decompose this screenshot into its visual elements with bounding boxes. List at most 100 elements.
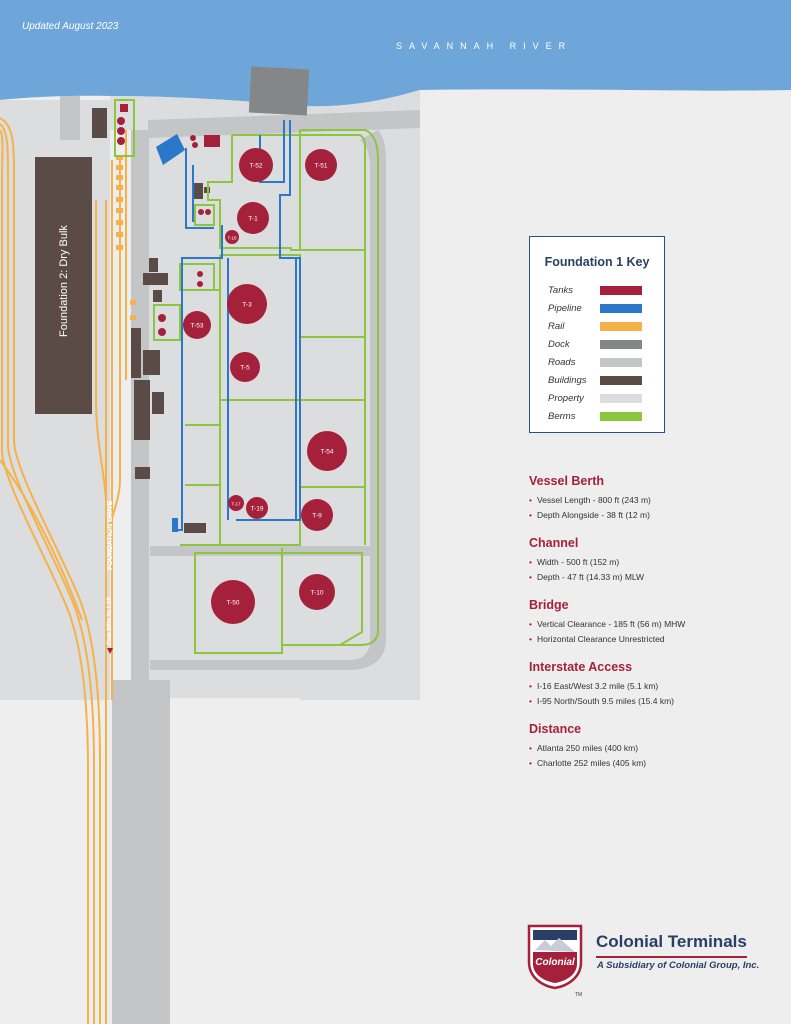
rail-cars <box>116 155 136 320</box>
key-label: Rail <box>548 321 565 332</box>
bullet-icon: • <box>529 681 532 691</box>
pipelines <box>176 120 301 531</box>
brand-name: Colonial Terminals <box>596 932 747 951</box>
tank-t-52 <box>239 148 273 182</box>
tank-t-1 <box>237 202 269 234</box>
key-swatch <box>600 412 642 421</box>
fact-item-text: I-16 East/West 3.2 mile (5.1 km) <box>536 681 659 691</box>
fact-item: • Horizontal Clearance Unrestricted <box>529 634 665 644</box>
colonial-logo: Colonial <box>527 924 583 990</box>
tank-t-54 <box>307 431 347 471</box>
bullet-icon: • <box>529 743 532 753</box>
key-swatch <box>600 340 642 349</box>
fact-item: •Atlanta 250 miles (400 km) <box>529 743 638 753</box>
dry-bulk-label: Foundation 2: Dry Bulk <box>58 225 70 337</box>
key-label: Buildings <box>548 375 587 386</box>
tank-label: T-51 <box>314 163 327 170</box>
tank-label: T-18 <box>227 236 237 241</box>
key-row: Property <box>530 393 666 407</box>
tank-label: T-17 <box>231 502 241 507</box>
tank-t-9 <box>301 499 333 531</box>
fact-item-text: Depth Alongside - 38 ft (12 m) <box>536 510 650 520</box>
tank-label: T-10 <box>310 590 323 597</box>
berms <box>114 99 379 654</box>
tank-label: T-1 <box>248 216 258 223</box>
bullet-icon: • <box>529 510 532 520</box>
fact-item: • Vertical Clearance - 185 ft (56 m) MHW <box>529 619 685 629</box>
key-row: Buildings <box>530 375 666 389</box>
trademark: TM <box>575 992 583 998</box>
fact-item: •Width - 500 ft (152 m) <box>529 557 619 567</box>
key-swatch <box>600 304 642 313</box>
fact-section-title: Distance <box>529 722 582 736</box>
fact-section-title: Channel <box>529 536 579 550</box>
logo-text: Colonial <box>535 957 575 968</box>
tank-t-17 <box>228 495 244 511</box>
small-tank-markers <box>117 104 220 336</box>
tank-t-50 <box>211 580 255 624</box>
bullet-icon: • <box>529 634 532 644</box>
fact-item-text: Vessel Length - 800 ft (243 m) <box>536 495 651 505</box>
bullet-icon: • <box>529 619 532 629</box>
fact-item: • Depth Alongside - 38 ft (12 m) <box>529 510 650 520</box>
fact-section-title: Interstate Access <box>529 660 633 674</box>
savannah-river <box>0 0 791 107</box>
fact-item: • I-95 North/South 9.5 miles (15.4 km) <box>529 696 674 706</box>
tank-t-19 <box>246 497 268 519</box>
tank-t-18 <box>225 230 239 244</box>
key-label: Tanks <box>548 285 573 296</box>
logo-mountain <box>535 938 575 952</box>
fact-item-text: I-95 North/South 9.5 miles (15.4 km) <box>536 696 674 706</box>
key-swatch <box>600 286 642 295</box>
dock <box>248 66 310 116</box>
key-label: Property <box>548 393 584 404</box>
key-row: Pipeline <box>530 303 666 317</box>
tank-label: T-50 <box>226 600 239 607</box>
key-row: Tanks <box>530 285 666 299</box>
tank-label: T-5 <box>240 365 250 372</box>
key-row: Dock <box>530 339 666 353</box>
tank-t-10 <box>299 574 335 610</box>
key-label: Roads <box>548 357 576 368</box>
foundation-drive-label: FOUNDATION DRIVE <box>107 500 114 570</box>
fact-item: •Vessel Length - 800 ft (243 m) <box>529 495 651 505</box>
fact-item: • I-16 East/West 3.2 mile (5.1 km) <box>529 681 658 691</box>
bullet-icon: • <box>529 696 532 706</box>
buildings <box>35 108 210 533</box>
tank-t-5 <box>230 352 260 382</box>
tank-label: T-9 <box>312 513 322 520</box>
pipeline-manifold <box>156 134 185 165</box>
rail-lines <box>0 117 127 1024</box>
tank-label: T-53 <box>190 323 203 330</box>
key-swatch <box>600 394 642 403</box>
tank-t-51 <box>305 149 337 181</box>
tank-label: T-54 <box>320 449 333 456</box>
key-label: Berms <box>548 411 576 422</box>
tank-label: T-52 <box>249 163 262 170</box>
key-swatch <box>600 322 642 331</box>
fact-item-text: Vertical Clearance - 185 ft (56 m) MHW <box>536 619 686 629</box>
fact-item-text: Horizontal Clearance Unrestricted <box>536 634 665 644</box>
key-label: Dock <box>548 339 570 350</box>
tank-label: T-3 <box>242 302 252 309</box>
key-swatch <box>600 376 642 385</box>
fact-item-text: Depth - 47 ft (14.33 m) MLW <box>536 572 645 582</box>
key-swatch <box>600 358 642 367</box>
updated-date: Updated August 2023 <box>22 21 119 32</box>
roads <box>60 96 420 1024</box>
tank-t-3 <box>227 284 267 324</box>
key-row: Roads <box>530 357 666 371</box>
key-label: Pipeline <box>548 303 582 314</box>
brand-tagline: A Subsidiary of Colonial Group, Inc. <box>597 960 760 971</box>
logo-band-top <box>533 930 577 940</box>
direction-arrow-icon <box>107 648 113 654</box>
key-title: Foundation 1 Key <box>544 255 650 269</box>
brand-divider <box>596 956 747 958</box>
fact-item: •Depth - 47 ft (14.33 m) MLW <box>529 572 644 582</box>
key-row: Berms <box>530 411 666 425</box>
fact-item: •Charlotte 252 miles (405 km) <box>529 758 646 768</box>
fact-item-text: Width - 500 ft (152 m) <box>536 557 620 567</box>
